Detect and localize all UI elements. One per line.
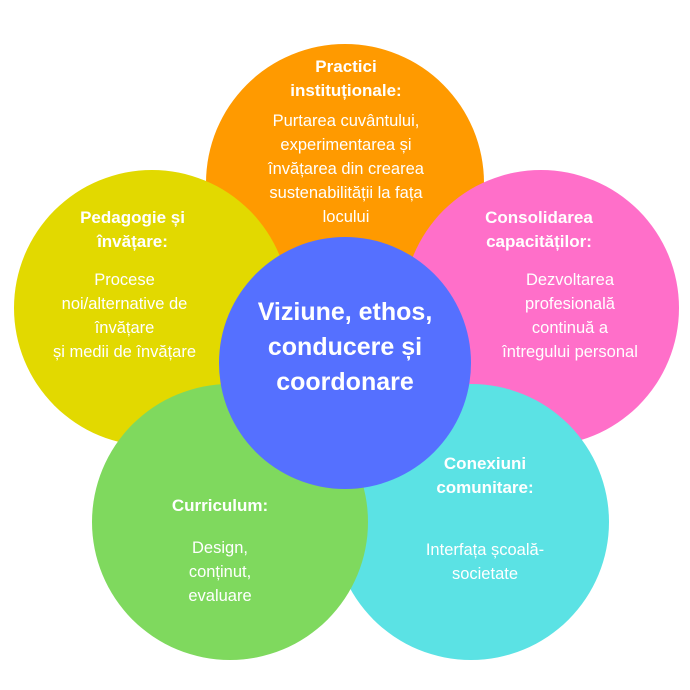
petal-consolidarea-title: Consolidarea capacităților:	[485, 208, 593, 251]
petal-conexiuni-body-wrap: Interfața școală- societate	[400, 532, 570, 586]
petal-practici: Practici instituționale: Purtarea cuvânt…	[236, 55, 456, 229]
petal-pedagogie-body-wrap: Procese noi/alternative de învățare și m…	[22, 262, 227, 364]
petal-curriculum-title: Curriculum:	[171, 496, 269, 515]
petal-conexiuni: Conexiuni comunitare:	[400, 452, 570, 500]
petal-pedagogie-title: Pedagogie și învățare:	[80, 208, 185, 251]
petal-curriculum-body: Design, conținut, evaluare	[188, 539, 252, 605]
petal-practici-body: Purtarea cuvântului, experimentarea și î…	[268, 112, 424, 226]
petal-consolidarea: Consolidarea capacităților:	[450, 206, 628, 254]
petal-consolidarea-body: Dezvoltarea profesională continuă a într…	[502, 271, 638, 361]
petal-pedagogie: Pedagogie și învățare:	[50, 206, 215, 254]
petal-curriculum-body-wrap: Design, conținut, evaluare	[150, 530, 290, 608]
petal-consolidarea-body-wrap: Dezvoltarea profesională continuă a într…	[470, 262, 670, 364]
petal-pedagogie-body: Procese noi/alternative de învățare și m…	[52, 271, 197, 361]
petal-curriculum: Curriculum:	[140, 494, 300, 518]
petal-practici-title: Practici instituționale:	[290, 57, 402, 100]
petal-conexiuni-body: Interfața școală- societate	[425, 541, 545, 583]
center-label: Viziune, ethos, conducere și coordonare	[257, 298, 433, 396]
center-circle	[219, 237, 471, 489]
petal-conexiuni-title: Conexiuni comunitare:	[436, 454, 534, 497]
